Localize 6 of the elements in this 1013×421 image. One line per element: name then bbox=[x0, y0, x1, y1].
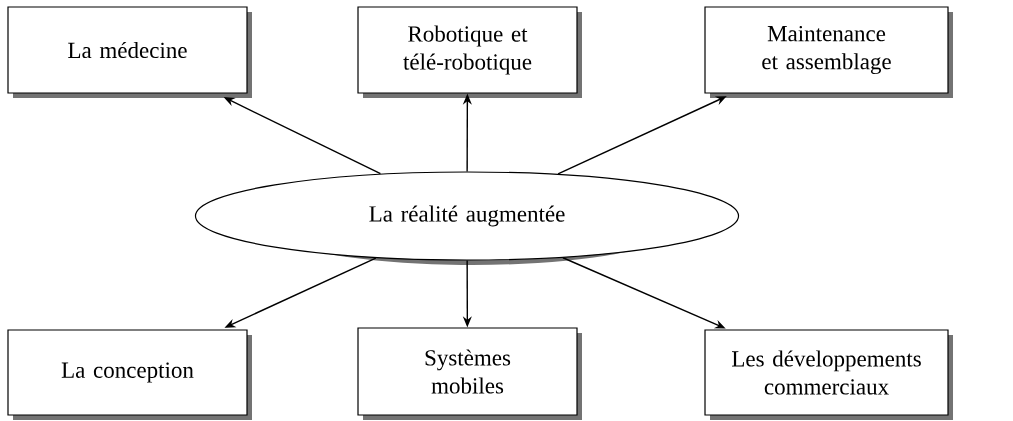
topic-box: Systèmes mobiles bbox=[357, 327, 582, 420]
topic-box: La conception bbox=[7, 329, 252, 420]
topic-box: Les développements commerciaux bbox=[704, 329, 953, 420]
topic-box: La médecine bbox=[7, 6, 252, 98]
topic-box: Robotique et télé-robotique bbox=[357, 6, 582, 98]
topic-box: Maintenance et assemblage bbox=[704, 6, 953, 98]
